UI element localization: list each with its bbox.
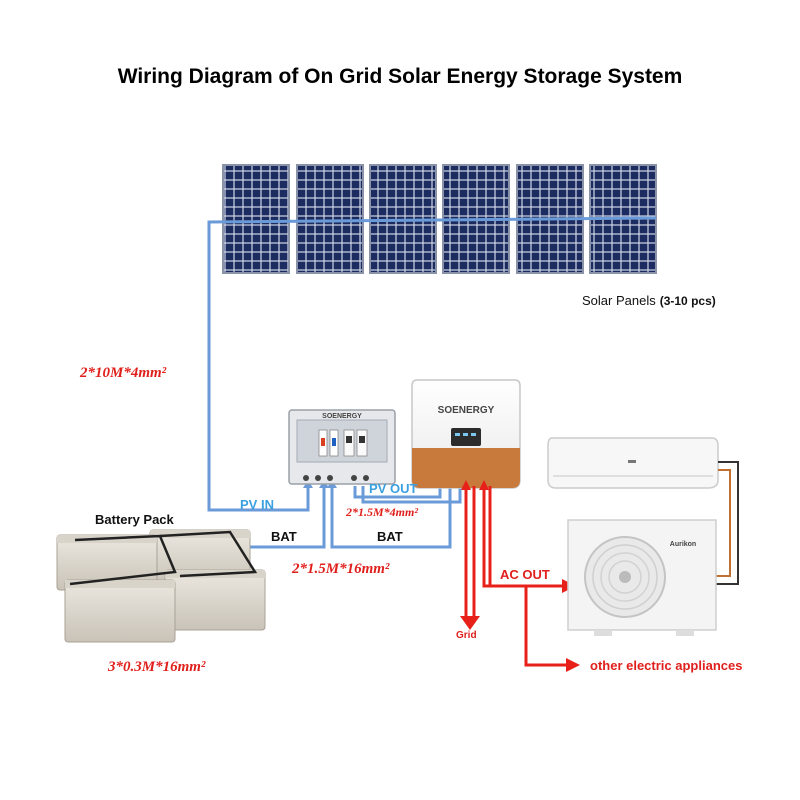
pv-out-cable-label: 2*1.5M*4mm² (345, 505, 418, 519)
solar-panels-label: Solar Panels(3-10 pcs) (582, 293, 716, 308)
ac-wiring (464, 486, 570, 667)
ac-out-wire (482, 486, 566, 588)
battery-link-cable-label: 3*0.3M*16mm² (107, 659, 206, 675)
battery (64, 579, 176, 643)
pv-out-wire (353, 486, 442, 499)
inverter-display (451, 428, 481, 446)
arrow-head (479, 480, 489, 490)
pv-out-wire-2 (361, 484, 462, 504)
pv-out-label: PV OUT (369, 481, 417, 496)
battery-link-cable (159, 530, 258, 578)
arrow-head (461, 480, 471, 490)
pv-in-label: PV IN (240, 497, 274, 512)
other-appliances-label: other electric appliances (590, 658, 742, 673)
battery (164, 569, 266, 631)
combiner-box: SOENERGY (288, 409, 396, 485)
arrow-head (460, 616, 480, 630)
hybrid-inverter: SOENERGY (411, 379, 521, 489)
ac-out-label: AC OUT (500, 567, 550, 582)
ac-outdoor-unit: Aurikon (567, 519, 717, 636)
ac-pipe (716, 461, 739, 585)
ac-outdoor-brand: Aurikon (670, 541, 696, 548)
solar-panel (296, 164, 364, 274)
bat-cable-label: 2*1.5M*16mm² (291, 561, 390, 577)
bat-label-right: BAT (377, 529, 403, 544)
grid-label: Grid (456, 630, 477, 641)
pv-wiring (207, 216, 657, 549)
battery-pack-label: Battery Pack (95, 512, 175, 527)
arrow-head (566, 658, 580, 672)
appliances-wire (524, 586, 570, 667)
battery-pack (56, 529, 266, 643)
ac-pipe (716, 469, 731, 577)
bat-wire-left (240, 486, 326, 549)
ac-indoor-unit (547, 437, 719, 489)
diagram-title: Wiring Diagram of On Grid Solar Energy S… (118, 65, 683, 88)
battery-link-cable (69, 534, 177, 586)
pv-string-wire (207, 216, 657, 512)
pv-cable-label: 2*10M*4mm² (79, 365, 167, 381)
inverter-brand: SOENERGY (438, 405, 495, 416)
bat-wire-right (330, 484, 452, 549)
bat-label-left: BAT (271, 529, 297, 544)
combiner-brand: SOENERGY (322, 413, 362, 420)
solar-panel (222, 164, 290, 274)
